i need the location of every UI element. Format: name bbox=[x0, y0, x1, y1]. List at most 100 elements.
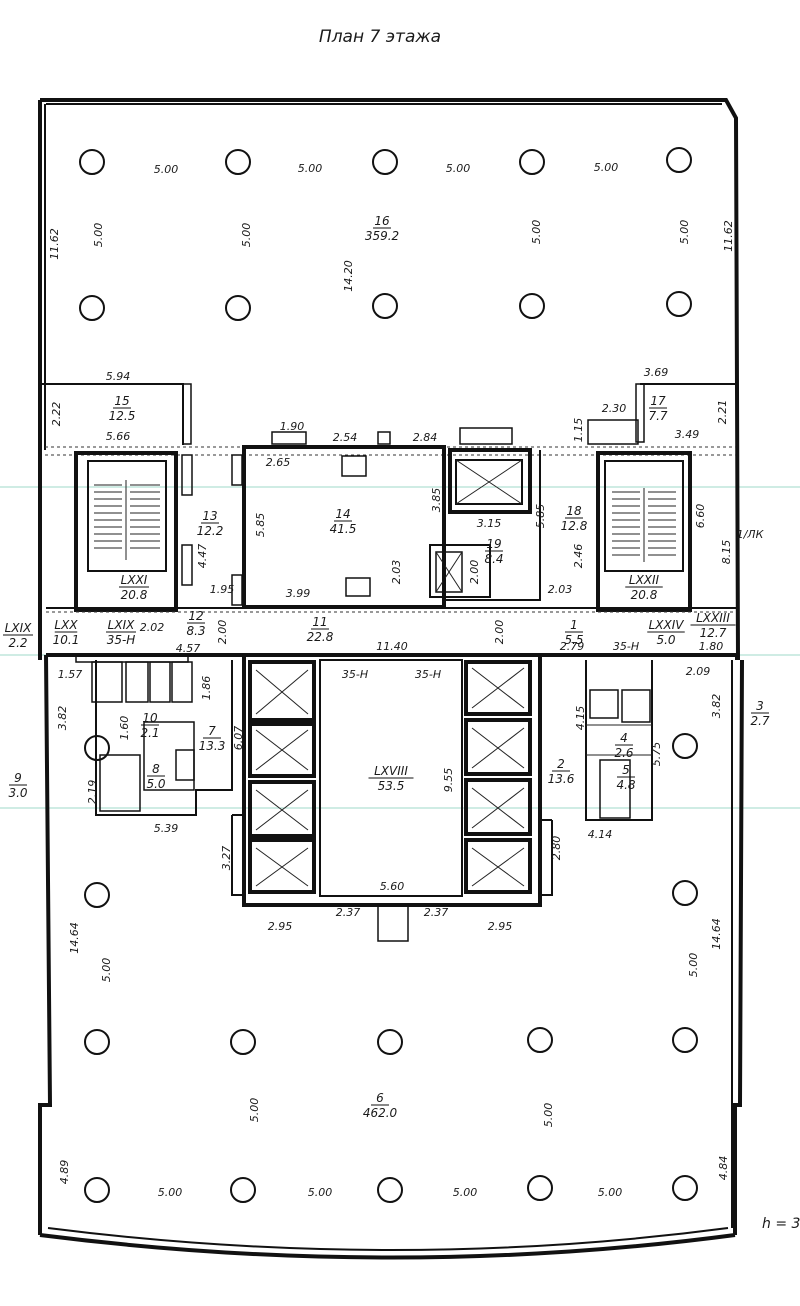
room-area: 2.6 bbox=[614, 746, 633, 760]
dimension-label: 3.99 bbox=[286, 587, 311, 600]
dimension-label: 2.30 bbox=[602, 402, 627, 415]
dimension-label: 2.46 bbox=[572, 544, 585, 569]
dimension-label: 2.03 bbox=[390, 560, 403, 585]
dimension-label: 5.00 bbox=[92, 223, 105, 248]
lift-car bbox=[464, 718, 532, 776]
dimension-label: 5.00 bbox=[530, 220, 543, 245]
outer-walls bbox=[38, 98, 744, 1260]
dimension-label: 5.00 bbox=[308, 1186, 333, 1199]
dimension-label: 4.89 bbox=[58, 1160, 71, 1185]
dimension-label: 5.00 bbox=[158, 1186, 183, 1199]
room-number: 7 bbox=[208, 724, 216, 738]
room-number: LXXIV bbox=[649, 618, 685, 632]
lift-shaft-top bbox=[448, 448, 532, 514]
dimension-label: 5.00 bbox=[154, 163, 179, 176]
room-number: 15 bbox=[114, 394, 129, 408]
room-area: 5.0 bbox=[146, 777, 165, 791]
stair-core-right bbox=[596, 451, 692, 612]
room-number: 2 bbox=[557, 757, 565, 771]
room-area: 2.2 bbox=[8, 636, 27, 650]
room-area: 10.1 bbox=[53, 633, 80, 647]
side-mark: 1/ЛК bbox=[737, 528, 765, 541]
dimension-label: 5.00 bbox=[594, 161, 619, 174]
upper-service-block bbox=[40, 383, 736, 612]
room-area: 53.5 bbox=[378, 779, 405, 793]
dimension-label: 1.60 bbox=[118, 716, 131, 741]
dimension-label: 2.00 bbox=[468, 560, 481, 585]
room-area: 41.5 bbox=[330, 522, 357, 536]
dimension-label: 2.95 bbox=[268, 920, 293, 933]
dimension-label: 4.15 bbox=[574, 706, 587, 731]
room-area: 3.0 bbox=[8, 786, 27, 800]
dimension-label: 2.00 bbox=[493, 620, 506, 645]
dimension-label: 3.27 bbox=[220, 846, 233, 871]
room-number: 3 bbox=[756, 699, 764, 713]
dimension-label: 5.85 bbox=[254, 513, 267, 538]
dimension-label: 2.37 bbox=[336, 906, 361, 919]
dimension-label: 11.62 bbox=[48, 228, 61, 260]
room-number: 14 bbox=[335, 507, 350, 521]
dimension-label: 14.64 bbox=[710, 918, 723, 950]
dimension-label: 2.00 bbox=[216, 620, 229, 645]
room-number: LXVIII bbox=[374, 764, 408, 778]
room-area: 5.0 bbox=[656, 633, 675, 647]
dimension-label: 2.54 bbox=[333, 431, 358, 444]
room-number: 13 bbox=[202, 509, 217, 523]
dimension-label: 3.15 bbox=[477, 517, 502, 530]
columns bbox=[79, 147, 698, 1203]
dimension-label: 2.80 bbox=[550, 836, 563, 861]
dimension-label: 5.00 bbox=[240, 223, 253, 248]
room-number: LXIX bbox=[5, 621, 32, 635]
room-number: LXXIII bbox=[696, 611, 730, 625]
dimension-label: 2.79 bbox=[560, 640, 585, 653]
dimension-label: 11.62 bbox=[722, 220, 735, 252]
dimension-label: 2.95 bbox=[488, 920, 513, 933]
dimension-label: 5.60 bbox=[380, 880, 405, 893]
corridor-code-label: 35-Н bbox=[342, 668, 368, 681]
dimension-label: 2.21 bbox=[716, 400, 729, 425]
dimension-label: 4.57 bbox=[176, 642, 201, 655]
room-number: 11 bbox=[312, 615, 327, 629]
dimension-label: 5.85 bbox=[534, 504, 547, 529]
room-number: 10 bbox=[142, 711, 158, 725]
room-area: 12.7 bbox=[700, 626, 727, 640]
dimension-label: 6.07 bbox=[232, 726, 245, 751]
room-area: 8.4 bbox=[484, 552, 503, 566]
window-bay bbox=[271, 431, 307, 445]
room-number: 6 bbox=[376, 1091, 384, 1105]
room-number: 12 bbox=[188, 609, 203, 623]
dimension-label: 5.66 bbox=[106, 430, 131, 443]
dimension-label: 1.80 bbox=[699, 640, 724, 653]
dimension-label: 14.64 bbox=[68, 922, 81, 954]
lift-car bbox=[248, 838, 316, 894]
room-number: LXXII bbox=[629, 573, 660, 587]
dimension-label: 5.75 bbox=[650, 742, 663, 767]
dimension-label: 1.15 bbox=[572, 418, 585, 443]
dimension-label: 5.00 bbox=[687, 953, 700, 978]
room-number: LXXI bbox=[121, 573, 148, 587]
lift-car bbox=[248, 660, 316, 722]
room-number: 1 bbox=[570, 618, 578, 632]
room-number: 18 bbox=[566, 504, 582, 518]
dimension-label: 3.69 bbox=[644, 366, 669, 379]
dimension-label: 5.00 bbox=[542, 1103, 555, 1128]
dimension-label: 4.47 bbox=[196, 544, 209, 569]
dimension-label: 14.20 bbox=[342, 260, 355, 292]
dimension-label: 2.22 bbox=[50, 402, 63, 427]
dimension-label: 2.02 bbox=[140, 621, 165, 634]
dimension-label: 1.86 bbox=[200, 676, 213, 701]
lift-car bbox=[464, 838, 532, 894]
room-number: LXX bbox=[54, 618, 78, 632]
dimension-label: 5.00 bbox=[298, 162, 323, 175]
room-area: 2.1 bbox=[140, 726, 159, 740]
right-wc-block bbox=[585, 660, 653, 821]
dimension-label: 2.19 bbox=[86, 780, 99, 805]
dimension-label: 11.40 bbox=[376, 640, 408, 653]
dimension-label: 4.14 bbox=[588, 828, 613, 841]
dimension-label: 4.84 bbox=[717, 1156, 730, 1181]
dimension-label: 2.84 bbox=[413, 431, 438, 444]
dimension-label: 2.65 bbox=[266, 456, 291, 469]
room-number: 19 bbox=[486, 537, 501, 551]
